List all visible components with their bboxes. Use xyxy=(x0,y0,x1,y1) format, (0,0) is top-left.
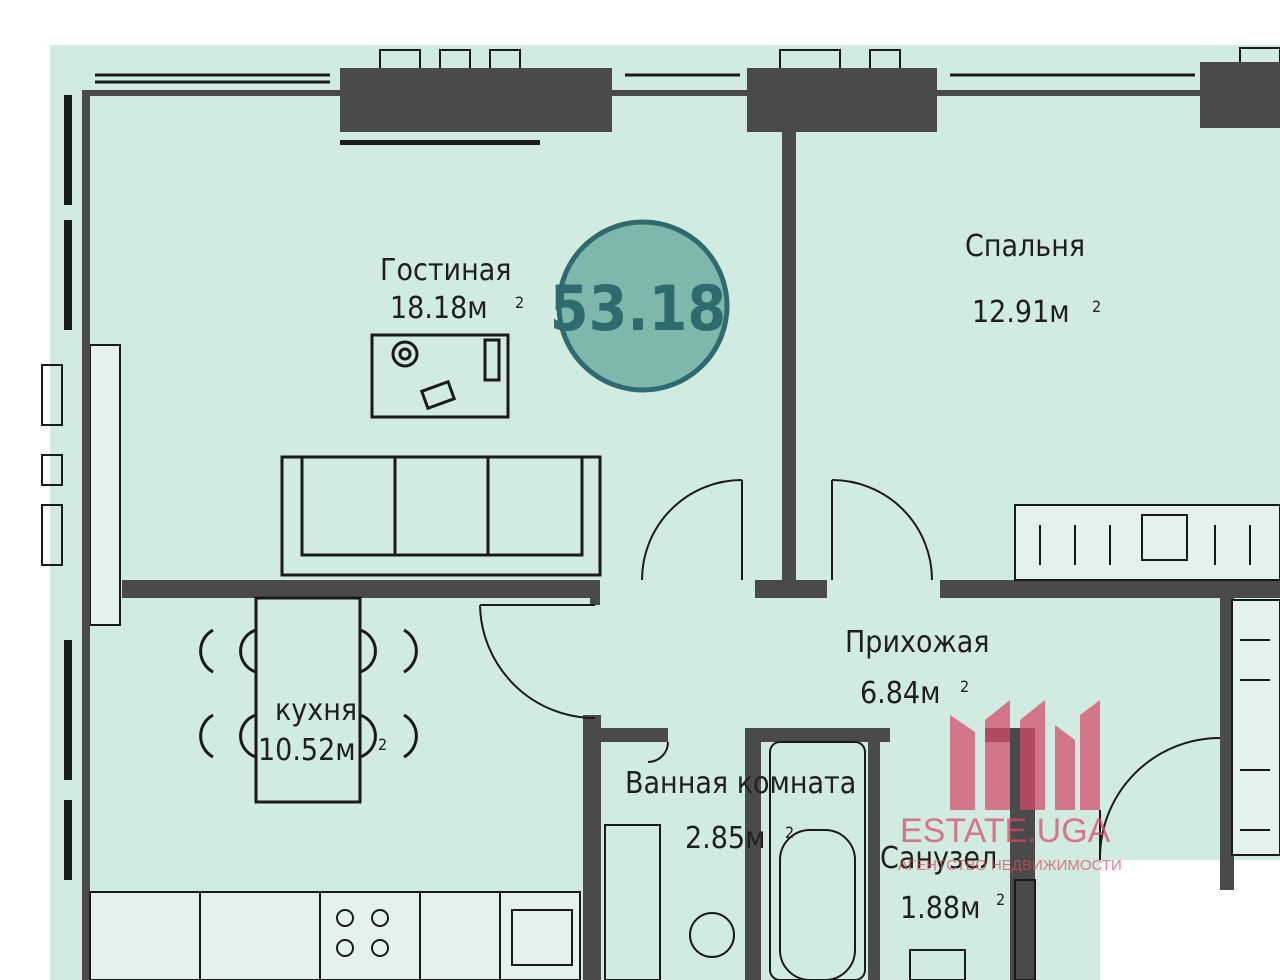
watermark-tagline: АГЕНТСТВО НЕДВИЖИМОСТИ xyxy=(898,857,1122,874)
wc-area-superscript: 2 xyxy=(996,890,1005,909)
bathroom-area-superscript: 2 xyxy=(785,823,794,842)
bathroom-area: 2.85м xyxy=(685,821,765,856)
wc-area: 1.88м xyxy=(900,891,980,926)
watermark-brand: ESTATE.UGA xyxy=(900,812,1111,850)
total-area-value: 53.18 xyxy=(550,272,726,345)
kitchen-name: кухня xyxy=(275,693,357,728)
total-area-badge: 53.18 xyxy=(550,219,730,393)
doors xyxy=(479,479,1221,861)
hall-wardrobe xyxy=(1231,599,1280,856)
hall-area: 6.84м xyxy=(860,676,940,711)
kitchen-area-superscript: 2 xyxy=(378,735,387,754)
living-room-area-superscript: 2 xyxy=(515,293,524,312)
bedroom-area-superscript: 2 xyxy=(1092,297,1101,316)
kitchen-area: 10.52м xyxy=(258,733,356,768)
walls xyxy=(82,62,1280,980)
hall-name: Прихожая xyxy=(845,625,990,660)
living-room-name: Гостиная xyxy=(380,253,511,288)
kitchen-furniture xyxy=(199,596,418,804)
bedroom-wardrobe xyxy=(1014,504,1280,581)
left-windows xyxy=(41,95,121,880)
bedroom-area: 12.91м xyxy=(972,295,1070,330)
bedroom-name: Спальня xyxy=(965,229,1085,264)
hall-area-superscript: 2 xyxy=(960,677,969,696)
watermark-logo xyxy=(950,700,1100,810)
room-labels: Гостиная 18.18м 2 Спальня 12.91м 2 кухня… xyxy=(258,229,1101,926)
living-furniture xyxy=(280,333,602,577)
living-room-area: 18.18м xyxy=(390,291,488,326)
bath-fixtures xyxy=(604,741,1036,980)
kitchen-counter xyxy=(89,891,581,980)
bathroom-name: Ванная комната xyxy=(625,766,856,801)
total-area-circle xyxy=(556,219,730,393)
watermark: ESTATE.UGA АГЕНТСТВО НЕДВИЖИМОСТИ xyxy=(898,700,1122,874)
wc-name: Санузел xyxy=(880,841,997,876)
